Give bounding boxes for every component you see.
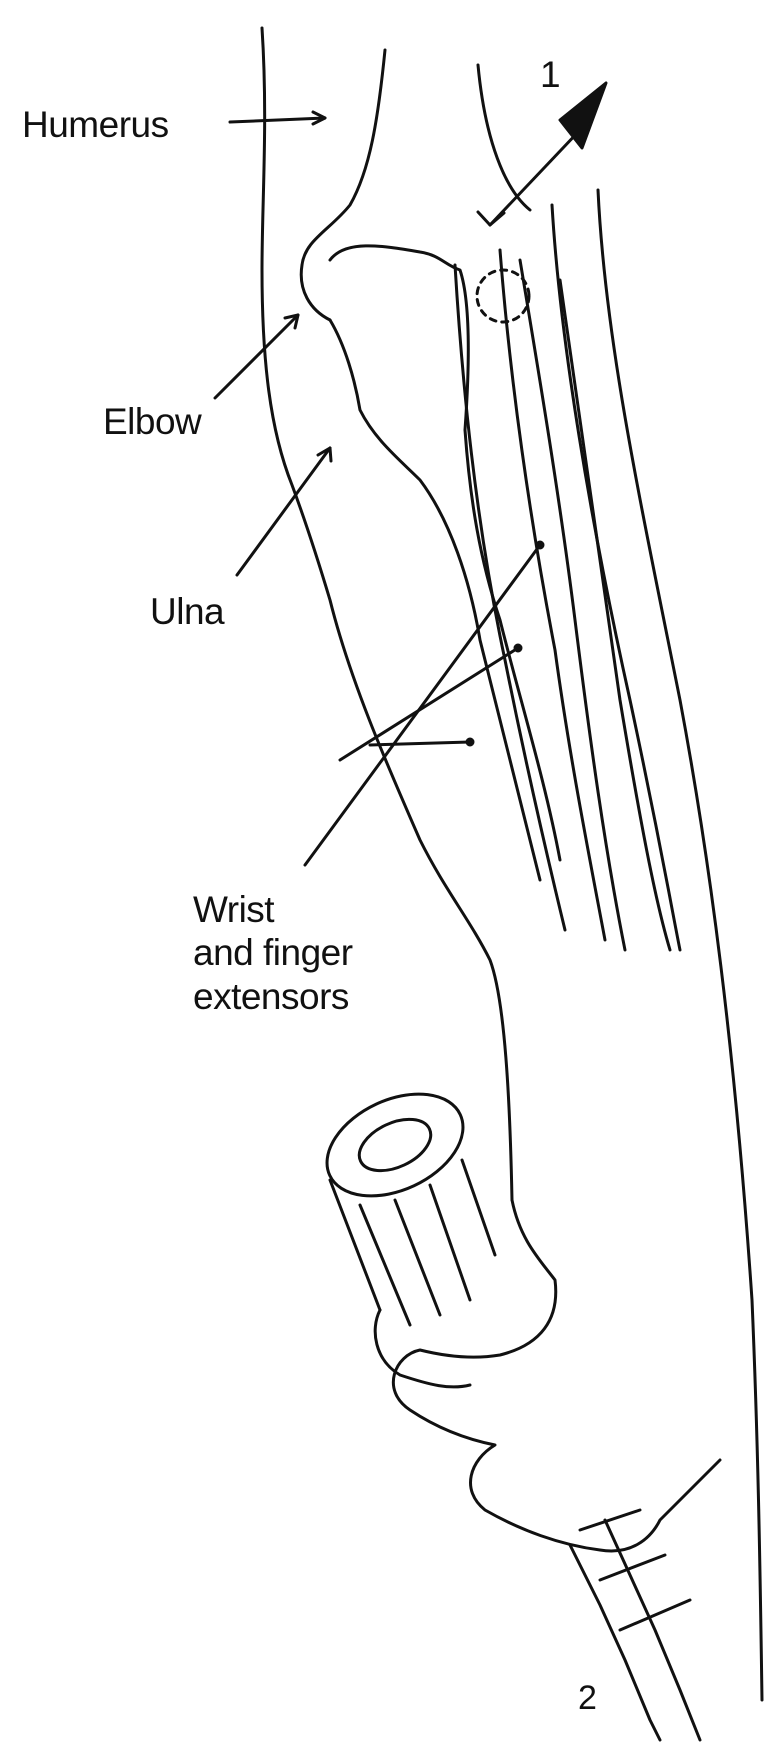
ulna-label: Ulna	[150, 592, 224, 632]
extensor-line-3	[560, 280, 670, 950]
extensors-label-line3: extensors	[193, 977, 349, 1017]
hand-outline	[393, 1200, 720, 1551]
arrow-mark-label: 1	[540, 55, 560, 95]
forearm-inner-right	[552, 205, 680, 950]
extensor-line-4	[500, 250, 605, 940]
elbow-label: Elbow	[103, 402, 201, 442]
elbow-outline	[330, 320, 540, 880]
force-arrowhead-top	[560, 83, 606, 148]
humerus-arrow	[230, 118, 325, 122]
extensors-pointer-a	[305, 545, 540, 865]
ulna-outline	[330, 246, 560, 860]
elbow-arrow	[215, 315, 298, 398]
force-arrow-shaft	[490, 130, 580, 225]
humerus-outline	[301, 50, 385, 320]
pointer-dot-c	[467, 739, 473, 745]
pointer-dot-b	[515, 645, 521, 651]
extensors-label-line1: Wrist	[193, 890, 274, 930]
tool-grip-bands	[580, 1510, 690, 1630]
handle-body	[330, 1160, 495, 1325]
pointer-dot-a	[537, 542, 543, 548]
extensors-label-line2: and finger	[193, 933, 353, 973]
bottom-mark-label: 2	[578, 1678, 596, 1718]
handle-top-inner	[351, 1109, 438, 1181]
humerus-label: Humerus	[22, 105, 169, 145]
upper-arm-outline-right	[478, 65, 530, 210]
palm-outline	[375, 1310, 470, 1387]
extensors-pointer-c	[370, 742, 470, 745]
